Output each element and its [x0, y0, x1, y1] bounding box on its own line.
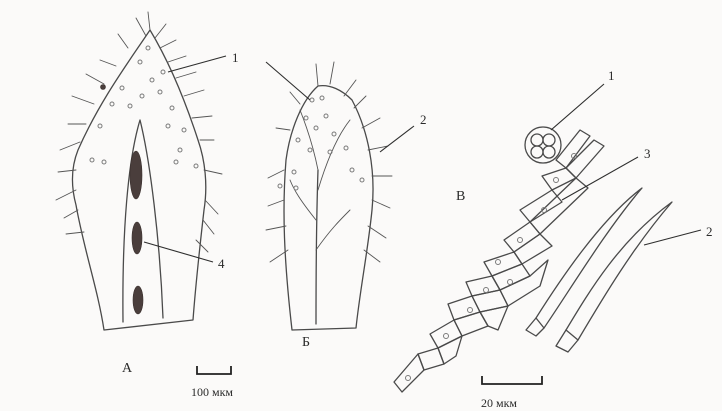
simple-hair: [526, 188, 642, 336]
callout-b-2: 2: [420, 112, 427, 127]
scale-label-right: 20 мкм: [481, 396, 517, 410]
panel-a-structure: [56, 12, 226, 330]
scale-label-left: 100 мкм: [191, 385, 233, 399]
scale-bar-right: [482, 376, 542, 384]
pigment-streak: [132, 222, 142, 254]
epidermal-cells: [394, 130, 604, 392]
gland-head: [525, 127, 561, 163]
panel-c-structure: [394, 84, 701, 392]
panel-b-structure: [266, 62, 414, 330]
callout-a-1: 1: [232, 50, 239, 65]
pigment-streak: [133, 286, 143, 314]
panel-label-a: А: [122, 361, 133, 376]
panel-label-b: Б: [302, 335, 310, 350]
panel-label-c: В: [456, 189, 465, 204]
callout-c-3: 3: [644, 146, 651, 161]
callout-c-2: 2: [706, 224, 713, 239]
hairs: [56, 12, 222, 252]
scale-bar-left: [197, 366, 231, 374]
pigment-streak: [130, 151, 142, 199]
gland-dots: [278, 96, 364, 190]
gland-dots: [90, 46, 198, 168]
callout-c-1: 1: [608, 68, 615, 83]
callout-a-4: 4: [218, 256, 225, 271]
